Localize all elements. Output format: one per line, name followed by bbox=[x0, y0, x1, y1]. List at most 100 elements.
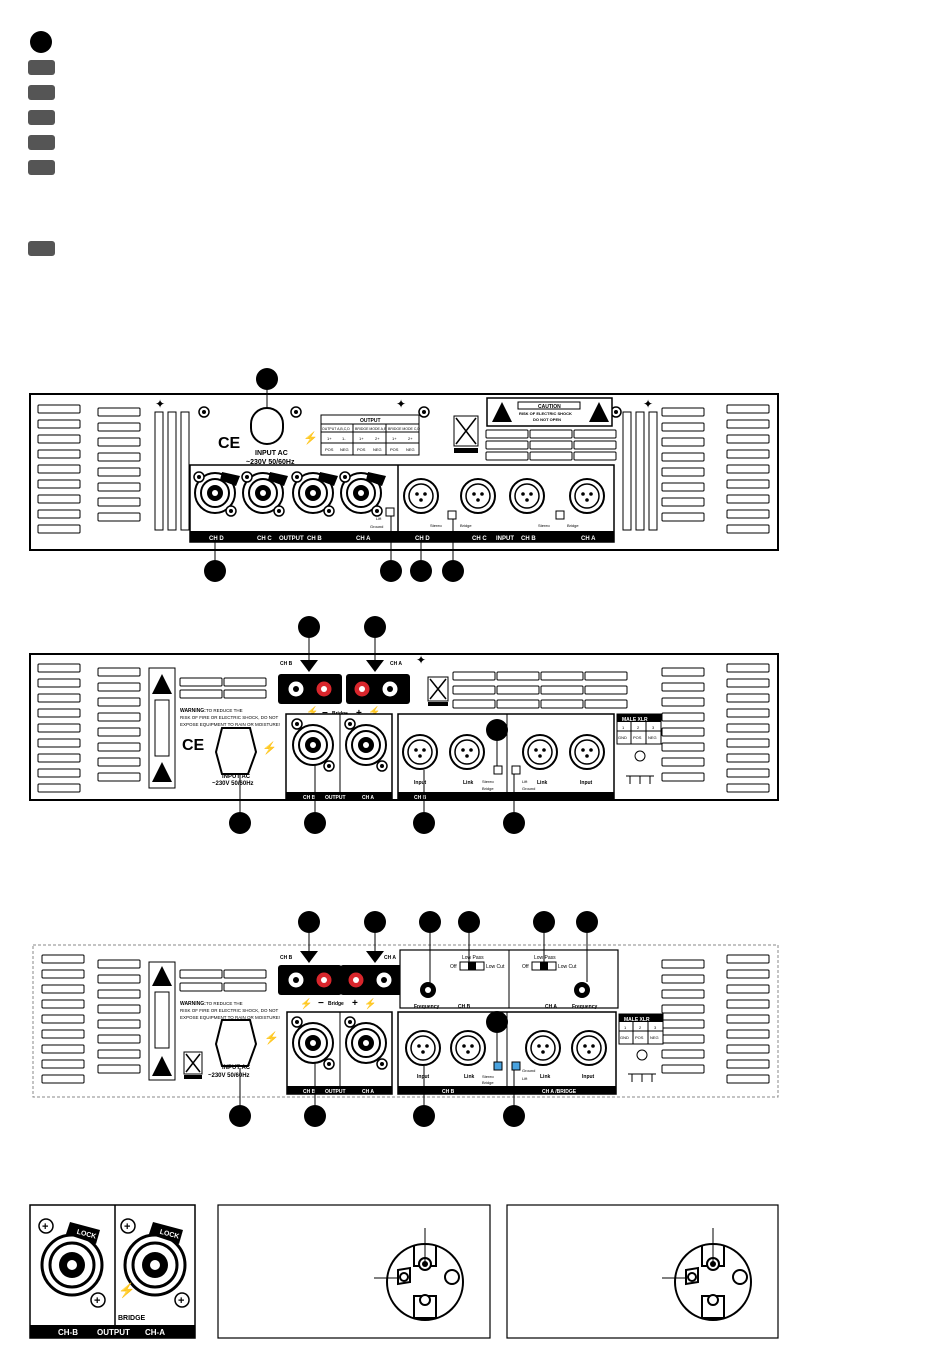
svg-text:Off: Off bbox=[450, 964, 457, 970]
svg-text:INPUT AC: INPUT AC bbox=[222, 1065, 251, 1071]
svg-text:+: + bbox=[352, 998, 358, 1009]
filter-ch-b: Low Pass Off Low Cut Frequency CH B bbox=[414, 955, 505, 1010]
svg-text:1+: 1+ bbox=[392, 436, 397, 441]
svg-text:CH A: CH A bbox=[362, 1089, 374, 1095]
svg-text:BRIDGE MODE C,D: BRIDGE MODE C,D bbox=[388, 427, 420, 431]
svg-text:OUTPUT: OUTPUT bbox=[325, 795, 346, 801]
svg-text:⚡: ⚡ bbox=[300, 997, 312, 1010]
svg-text:Link: Link bbox=[540, 1074, 550, 1080]
svg-text:NEG: NEG bbox=[373, 447, 382, 452]
svg-text:LOCK: LOCK bbox=[159, 1229, 180, 1241]
svg-text:POS: POS bbox=[633, 735, 642, 740]
svg-text:CH B: CH B bbox=[280, 661, 293, 667]
svg-text:1+: 1+ bbox=[359, 436, 364, 441]
svg-text:Stereo: Stereo bbox=[538, 523, 551, 528]
legend-marker bbox=[28, 135, 55, 150]
xlr-link-ch-b bbox=[449, 734, 485, 770]
weee-bin-icon bbox=[183, 1051, 203, 1079]
svg-text:Bridge: Bridge bbox=[482, 1080, 494, 1085]
svg-text:CAUTION: CAUTION bbox=[538, 404, 561, 410]
svg-text:Lift: Lift bbox=[376, 516, 382, 521]
speakon-ch-b bbox=[292, 724, 334, 766]
svg-text:CH C: CH C bbox=[257, 536, 272, 542]
svg-text:CH-A: CH-A bbox=[145, 1328, 165, 1337]
svg-text:CH B: CH B bbox=[442, 1089, 455, 1095]
svg-text:Ground: Ground bbox=[522, 1068, 535, 1073]
svg-text:NEG: NEG bbox=[648, 735, 657, 740]
svg-text:⚡: ⚡ bbox=[364, 997, 376, 1010]
svg-text:+: + bbox=[124, 1221, 130, 1233]
connector-label-strip bbox=[190, 531, 614, 542]
legend-marker bbox=[28, 85, 55, 100]
xlr-ch-b bbox=[509, 478, 545, 514]
output-table-title: OUTPUT bbox=[360, 418, 381, 424]
panel-3-callouts bbox=[229, 911, 598, 1127]
svg-text:1: 1 bbox=[622, 725, 625, 730]
svg-text:WARNING:: WARNING: bbox=[180, 1001, 206, 1007]
svg-text:1-: 1- bbox=[342, 436, 346, 441]
svg-text:+: + bbox=[94, 1295, 100, 1307]
panel-1-rear: ✦✦✦ CE ⚡ INPUT AC ~230V 50/60Hz OUTPUT O… bbox=[29, 368, 779, 582]
svg-text:Low Cut: Low Cut bbox=[486, 964, 505, 970]
power-inlet bbox=[214, 1019, 258, 1067]
svg-text:CH B: CH B bbox=[280, 955, 293, 961]
svg-text:CH D: CH D bbox=[415, 536, 430, 542]
svg-text:MALE XLR: MALE XLR bbox=[624, 1017, 650, 1023]
svg-text:✦: ✦ bbox=[396, 397, 406, 411]
svg-text:CH B: CH B bbox=[307, 536, 322, 542]
svg-text:POS: POS bbox=[325, 447, 334, 452]
xlr-ch-c bbox=[460, 478, 496, 514]
xlr-pin-detail-1 bbox=[217, 1204, 491, 1339]
svg-text:POS: POS bbox=[390, 447, 399, 452]
male-xlr-table: MALE XLR 1 2 3 GND POS NEG bbox=[618, 1013, 664, 1082]
svg-text:CH A: CH A bbox=[356, 536, 371, 542]
ce-mark: CE bbox=[218, 435, 241, 452]
svg-text:CH A: CH A bbox=[384, 955, 396, 961]
svg-text:Ground: Ground bbox=[370, 524, 383, 529]
svg-text:BRIDGE: BRIDGE bbox=[118, 1315, 146, 1322]
legend-marker bbox=[28, 60, 55, 75]
panel-1-callouts bbox=[204, 368, 464, 582]
caution-label: CAUTION RISK OF ELECTRIC SHOCK DO NOT OP… bbox=[486, 397, 613, 427]
svg-text:OUTPUT: OUTPUT bbox=[325, 1089, 346, 1095]
svg-text:TO REDUCE THE: TO REDUCE THE bbox=[206, 708, 243, 713]
svg-text:Bridge: Bridge bbox=[460, 523, 472, 528]
vertical-caution-label bbox=[148, 961, 176, 1081]
legend-marker bbox=[28, 241, 55, 256]
combo-input-ch-a bbox=[571, 1030, 607, 1066]
svg-text:Input: Input bbox=[417, 1074, 430, 1080]
xlr-link-ch-b bbox=[450, 1030, 486, 1066]
svg-text:Stereo: Stereo bbox=[482, 779, 495, 784]
svg-text:Bridge: Bridge bbox=[567, 523, 579, 528]
svg-text:⚡: ⚡ bbox=[264, 1031, 279, 1045]
svg-text:CH B: CH B bbox=[303, 1089, 316, 1095]
svg-text:Low Pass: Low Pass bbox=[534, 955, 556, 961]
svg-text:CH A /BRIDGE: CH A /BRIDGE bbox=[542, 1089, 577, 1095]
output-table: OUTPUT OUTPUT A,B,C,D BRIDGE MODE A,B BR… bbox=[320, 414, 420, 456]
power-inlet bbox=[214, 727, 258, 775]
speakon-ch-a bbox=[345, 724, 387, 766]
svg-text:Bridge: Bridge bbox=[482, 786, 494, 791]
svg-text:2: 2 bbox=[639, 1025, 642, 1030]
xlr-ch-d bbox=[403, 478, 439, 514]
svg-text:LOCK: LOCK bbox=[76, 1229, 97, 1241]
svg-text:CH A: CH A bbox=[362, 795, 374, 801]
svg-text:3: 3 bbox=[652, 725, 655, 730]
binding-post-block: CH B CH A ⚡ − Bridge + ⚡ bbox=[278, 951, 404, 1010]
svg-text:Stereo: Stereo bbox=[430, 523, 443, 528]
speakon-detail: + + + + LOCK LOCK ⚡ BRIDGE CH-B OUTPUT C… bbox=[29, 1204, 196, 1339]
svg-text:OUTPUT: OUTPUT bbox=[279, 536, 304, 542]
weee-bin-icon bbox=[427, 676, 449, 706]
svg-text:CH C: CH C bbox=[472, 536, 487, 542]
svg-text:POS: POS bbox=[357, 447, 366, 452]
svg-text:CH A: CH A bbox=[390, 661, 402, 667]
svg-text:GND: GND bbox=[620, 1035, 629, 1040]
combo-input-ch-b bbox=[405, 1030, 441, 1066]
ground-lift-switch: Lift Ground bbox=[370, 507, 395, 529]
svg-text:CH B: CH B bbox=[521, 536, 536, 542]
svg-text:1: 1 bbox=[624, 1025, 627, 1030]
svg-text:✦: ✦ bbox=[643, 397, 653, 411]
svg-text:1+: 1+ bbox=[327, 436, 332, 441]
svg-text:Frequency: Frequency bbox=[572, 1004, 598, 1010]
svg-text:RISK OF ELECTRIC SHOCK: RISK OF ELECTRIC SHOCK bbox=[519, 411, 572, 416]
